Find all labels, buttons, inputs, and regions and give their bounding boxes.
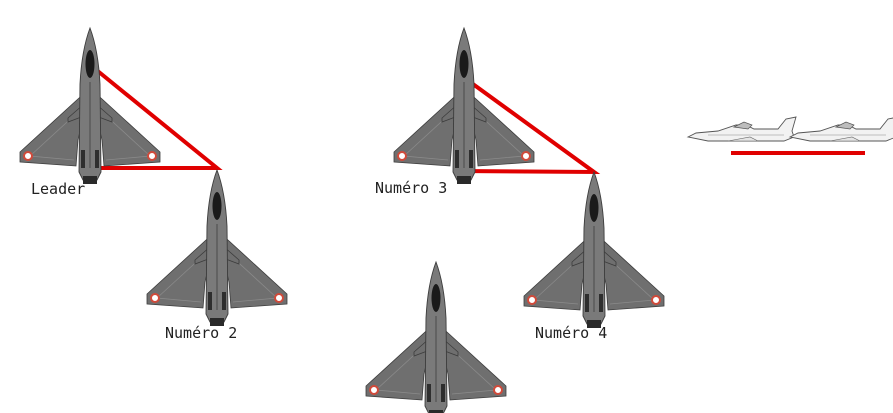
fighter-jet-side-view-icon <box>687 116 797 142</box>
fighter-jet-top-view-icon <box>393 27 535 185</box>
fighter-jet-top-view-icon <box>365 261 507 413</box>
numero3-label: Numéro 3 <box>375 179 448 197</box>
fighter-jet-top-view-icon <box>146 169 288 327</box>
leader-label: Leader <box>31 180 86 198</box>
fighter-jet-top-view-icon <box>523 171 665 329</box>
numero4-label: Numéro 4 <box>535 324 608 342</box>
leader-reference-line <box>80 66 223 170</box>
fighter-jet-side-view-icon <box>789 116 893 142</box>
numero2-label: Numéro 2 <box>165 324 238 342</box>
